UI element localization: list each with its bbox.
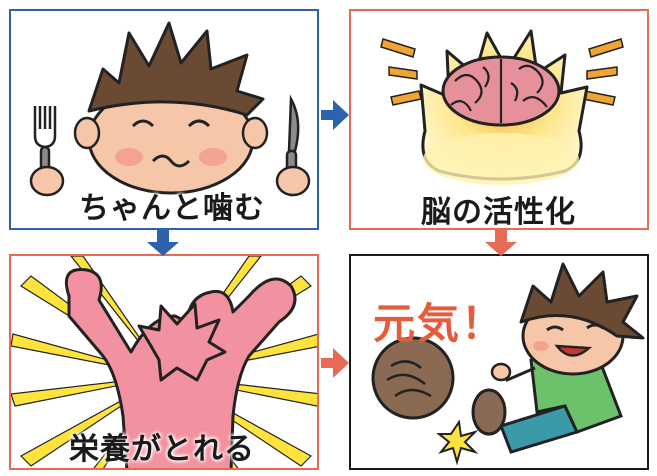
boy-kicking-ball-icon xyxy=(371,262,645,466)
arrow-right-icon xyxy=(321,348,349,378)
panel-energetic: 元気！ xyxy=(349,254,649,470)
panel-chewing: ちゃんと噛む xyxy=(9,9,319,230)
step-caption: ちゃんと噛む xyxy=(79,191,265,226)
step-caption: 脳の活性化 xyxy=(421,195,576,230)
step-caption: 栄養がとれる xyxy=(69,432,255,467)
arms-raised-figure-icon xyxy=(11,256,317,468)
arrow-down-icon xyxy=(485,230,517,256)
glowing-brain-icon xyxy=(380,29,624,185)
exclamation-text: 元気！ xyxy=(373,299,506,348)
panel-nutrition: 栄養がとれる xyxy=(9,254,319,470)
panel-brain: 脳の活性化 xyxy=(349,9,649,230)
arrow-right-icon xyxy=(321,100,349,130)
arrow-down-icon xyxy=(147,230,179,256)
boy-chewing-with-fork-and-knife-icon xyxy=(29,21,311,197)
